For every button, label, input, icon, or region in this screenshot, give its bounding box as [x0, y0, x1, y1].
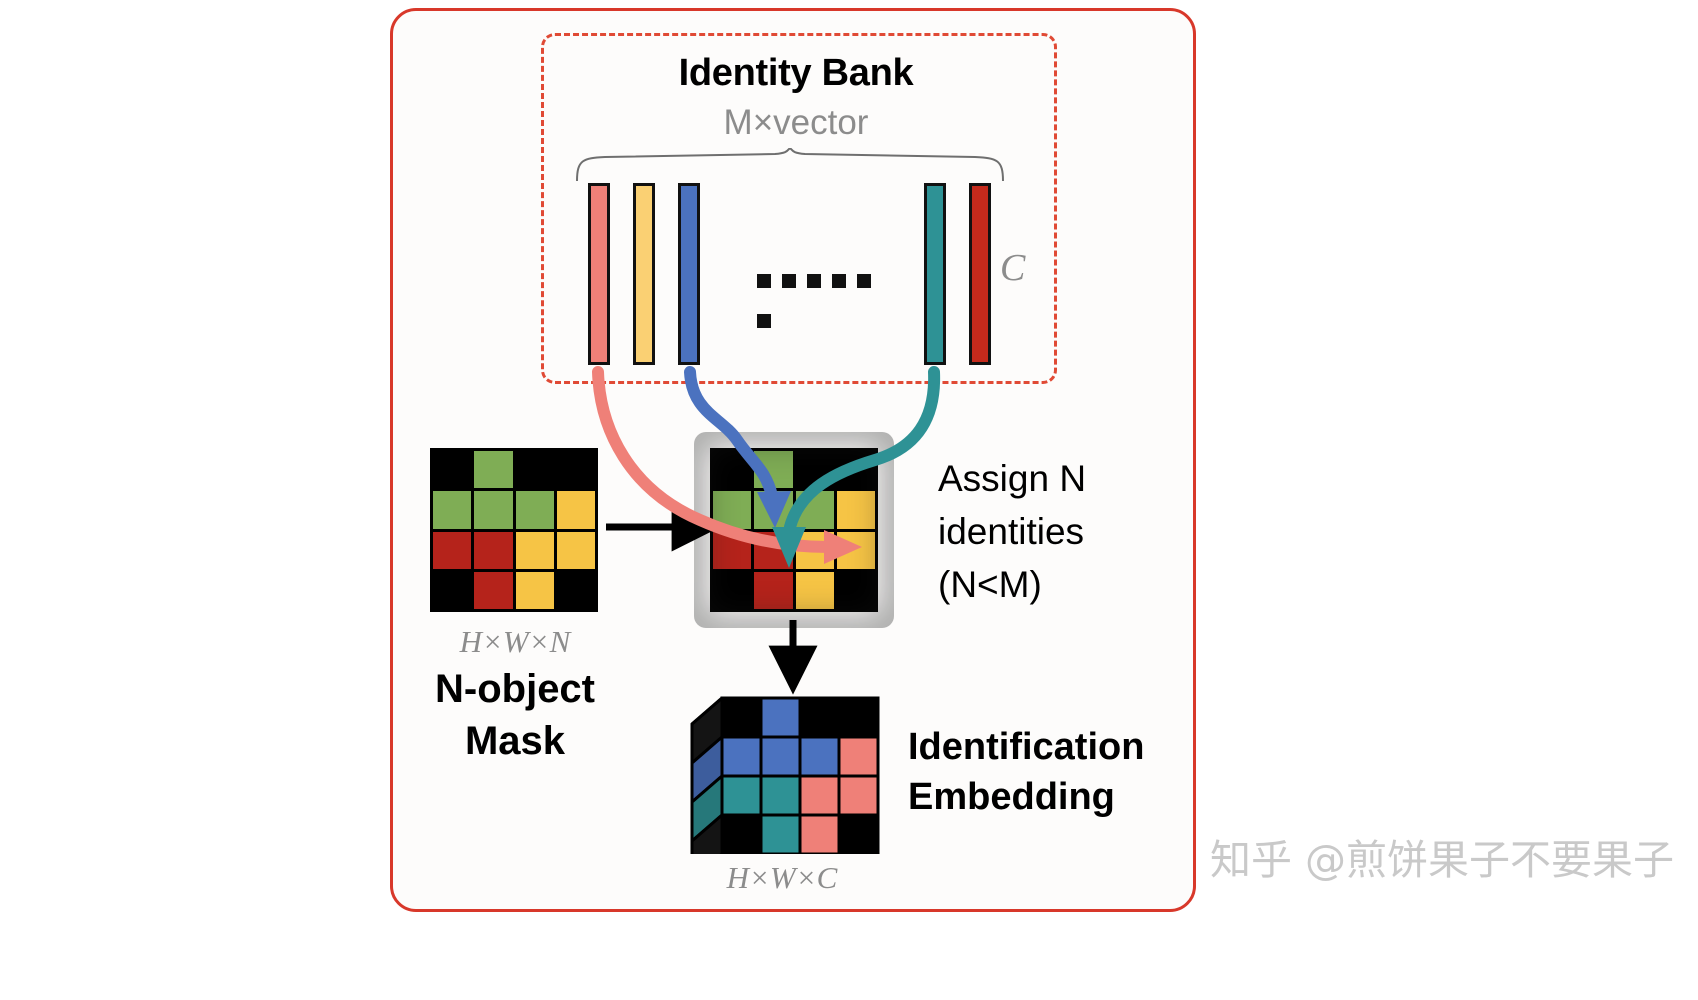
assigned-cell [836, 451, 875, 489]
assigned-cell [795, 531, 834, 569]
embedding-cell [798, 735, 841, 778]
mask-cell [433, 491, 472, 529]
mask-cell [515, 451, 554, 489]
embedding-cell [837, 813, 880, 854]
assigned-cell [795, 451, 834, 489]
assign-note-line: identities [938, 511, 1085, 552]
assigned-cell [836, 531, 875, 569]
mask-title-line2: Mask [464, 719, 566, 763]
embedding-cell [720, 813, 763, 854]
mask-cell [474, 451, 513, 489]
embedding-cell [837, 774, 880, 817]
identity-vector-bar-2[interactable] [633, 183, 655, 365]
mask-title: N-object Mask [415, 663, 615, 767]
identity-vector-bar-1[interactable] [588, 183, 610, 365]
assigned-cell [795, 571, 834, 609]
mask-dimension-label: H×W×N [459, 624, 571, 659]
assigned-cell [754, 531, 793, 569]
assigned-cell [713, 451, 752, 489]
embedding-cell [837, 735, 880, 778]
mask-cell [556, 491, 595, 529]
assign-identities-note: Assign N identities (N<M) [938, 452, 1188, 611]
identity-vector-bar-4[interactable] [924, 183, 946, 365]
identity-bank-title: Identity Bank [678, 52, 914, 94]
mask-cell [556, 531, 595, 569]
mask-cell [515, 531, 554, 569]
assigned-cell [836, 491, 875, 529]
embedding-dimension-label: H×W×C [726, 860, 838, 895]
embedding-cell [837, 696, 880, 739]
mask-cell [515, 571, 554, 609]
mask-cell [556, 451, 595, 489]
embedding-cell [798, 774, 841, 817]
identification-embedding-cube [690, 696, 880, 854]
mask-cell [474, 491, 513, 529]
identity-vector-bar-5[interactable] [969, 183, 991, 365]
embedding-title-line1: Identification [908, 726, 1145, 768]
assigned-cell [795, 491, 834, 529]
ellipsis-dots [757, 252, 887, 332]
assigned-cell [754, 451, 793, 489]
embedding-cell [759, 813, 802, 854]
embedding-title: Identification Embedding [908, 722, 1198, 822]
embedding-cell [720, 735, 763, 778]
embedding-title-line2: Embedding [908, 776, 1115, 818]
assigned-cell [713, 531, 752, 569]
embedding-cell [720, 696, 763, 739]
assign-note-line: Assign N [938, 458, 1087, 499]
mask-cell [433, 531, 472, 569]
mask-cell [433, 451, 472, 489]
embedding-cell [759, 774, 802, 817]
identity-bank-subtitle: M×vector [723, 103, 869, 142]
assigned-cell [713, 491, 752, 529]
n-object-mask-grid [430, 448, 598, 612]
assign-note-line: (N<M) [938, 564, 1042, 605]
assigned-cell [754, 571, 793, 609]
channel-dimension-label: C [1000, 247, 1026, 289]
embedding-cell [759, 696, 802, 739]
mask-cell [556, 571, 595, 609]
mask-cell [515, 491, 554, 529]
mask-cell [474, 571, 513, 609]
embedding-cell [798, 696, 841, 739]
assigned-identity-grid [710, 448, 878, 612]
assigned-cell [836, 571, 875, 609]
mask-cell [433, 571, 472, 609]
assigned-cell [754, 491, 793, 529]
mask-title-line1: N-object [435, 667, 595, 711]
brace-icon [576, 148, 1004, 182]
assigned-cell [713, 571, 752, 609]
embedding-cell [759, 735, 802, 778]
watermark-text: 知乎 @煎饼果子不要果子 [1210, 836, 1675, 884]
embedding-cell [798, 813, 841, 854]
identity-vector-bar-3[interactable] [678, 183, 700, 365]
mask-cell [474, 531, 513, 569]
embedding-cell [720, 774, 763, 817]
